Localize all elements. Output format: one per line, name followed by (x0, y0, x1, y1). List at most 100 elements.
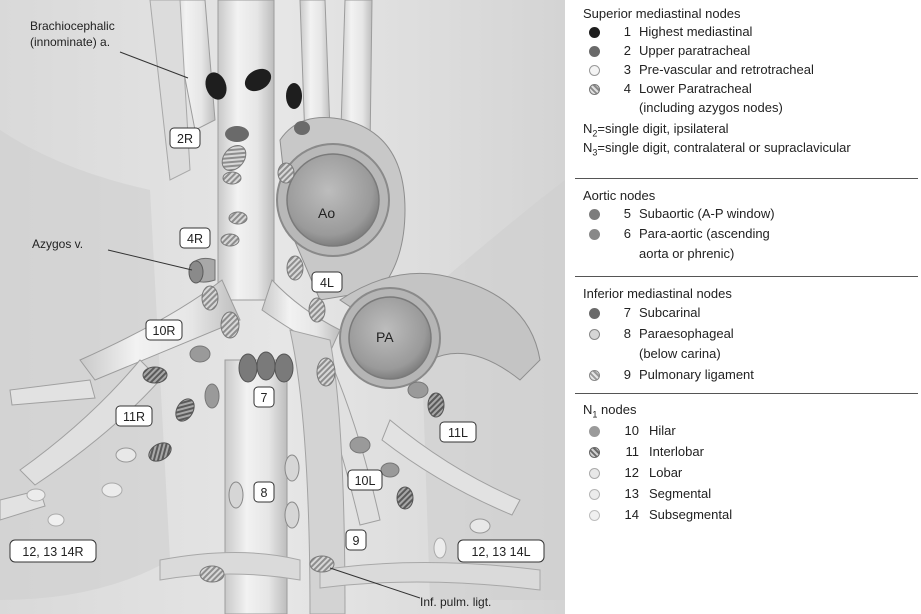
label-brachiocephalic-line1: Brachiocephalic (30, 19, 115, 33)
legend-item-5-num: 5 (623, 206, 631, 221)
legend-item-2-num: 2 (623, 43, 631, 58)
tag-11L-text: 11L (448, 426, 468, 440)
tag-9-text: 9 (353, 534, 360, 548)
node-1-left (286, 83, 302, 109)
node-14R-a (26, 488, 46, 502)
node-13L-a (433, 537, 447, 559)
tag-11R: 11R (115, 405, 153, 427)
node-4R-upper (221, 144, 247, 172)
leader-inf-pulm (329, 567, 421, 599)
legend-item-14-num: 14 (624, 507, 639, 522)
legend-n3-note: N3=single digit, contralateral or suprac… (583, 140, 851, 158)
tag-11L: 11L (439, 421, 477, 443)
node-11R-b (175, 398, 195, 422)
tag-10R: 10R (145, 319, 183, 341)
legend-item-8-num: 8 (623, 326, 631, 341)
tag-7: 7 (253, 386, 275, 408)
node-1-center (244, 68, 272, 92)
label-inf-pulm: Inf. pulm. ligt. (420, 595, 491, 609)
node-7-b (256, 351, 276, 381)
hatched-dot-icon (589, 370, 600, 381)
legend-panel: Superior mediastinal nodes 1 Highest med… (575, 0, 918, 614)
leader-brachiocephalic (119, 51, 189, 79)
pulmonary-artery-lumen (348, 296, 432, 380)
legend-item-13-num: 13 (624, 486, 639, 501)
legend-inferior-title: Inferior mediastinal nodes (583, 286, 732, 301)
n1-symbol: N (583, 402, 593, 417)
node-4R-d (201, 285, 219, 311)
node-11L-a (427, 392, 445, 418)
node-10L-b (349, 436, 371, 454)
legend-item-3-label: Pre-vascular and retrotracheal (639, 62, 814, 77)
legend-item-10-num: 10 (624, 423, 639, 438)
tag-4R: 4R (179, 227, 211, 249)
node-4L-b (286, 255, 304, 281)
legend-item-4-label: Lower Paratracheal (639, 81, 752, 96)
light-grey-dot-icon (589, 329, 600, 340)
tag-10L-text: 10L (355, 474, 376, 488)
legend-n2-note: N2=single digit, ipsilateral (583, 121, 729, 139)
pale-dot-icon (589, 468, 600, 479)
mid-grey-dot-icon (589, 209, 600, 220)
tag-4R-text: 4R (187, 232, 203, 246)
tag-4L-text: 4L (320, 276, 334, 290)
legend-item-8-label: Paraesophageal (639, 326, 734, 341)
node-4R-c (220, 233, 240, 247)
legend-item-12-label: Lobar (649, 465, 683, 480)
legend-item-2-label: Upper paratracheal (639, 43, 751, 58)
descending-aorta (289, 329, 346, 614)
n3-symbol: N (583, 140, 593, 155)
legend-item-6-num: 6 (623, 226, 631, 241)
node-4L-c (308, 297, 326, 323)
legend-item-3-num: 3 (623, 62, 631, 77)
tag-4L: 4L (311, 271, 343, 293)
node-11R-c (148, 442, 172, 462)
legend-item-4-num: 4 (623, 81, 631, 96)
n2-symbol: N (583, 121, 593, 136)
legend-item-10-label: Hilar (649, 423, 676, 438)
tag-12-13-14R-text: 12, 13 14R (22, 545, 83, 559)
black-dot-icon (589, 27, 600, 38)
dark-grey-dot-icon (589, 46, 600, 57)
n1-subscript: 1 (592, 409, 598, 420)
legend-item-5-label: Subaortic (A-P window) (639, 206, 775, 221)
n3-text: =single digit, contralateral or supracla… (597, 140, 851, 155)
node-4R-a (222, 171, 242, 185)
node-8-c (284, 501, 300, 529)
tag-7-text: 7 (261, 391, 268, 405)
legend-item-1-num: 1 (623, 24, 631, 39)
left-main-bronchus (261, 279, 341, 353)
node-station-paraaortic (316, 357, 336, 387)
node-7-a (238, 353, 258, 383)
legend-item-14-label: Subsegmental (649, 507, 733, 522)
label-pa: PA (376, 329, 394, 345)
node-10R (189, 345, 211, 363)
legend-n1-title: N1 nodes (583, 402, 636, 420)
grey-dot-icon (589, 426, 600, 437)
pale-dot-icon (589, 489, 600, 500)
hatched-dot-icon (589, 84, 600, 95)
legend-superior-title: Superior mediastinal nodes (583, 6, 741, 21)
tag-10L: 10L (347, 469, 383, 491)
legend-item-13-label: Segmental (649, 486, 712, 501)
pale-dot-icon (589, 510, 600, 521)
label-brachiocephalic-line2: (innominate) a. (30, 35, 110, 49)
node-9-left (309, 555, 335, 573)
node-9-right (199, 565, 225, 583)
leader-azygos (107, 249, 193, 271)
tag-2R: 2R (169, 127, 201, 149)
node-14R-b (47, 513, 65, 527)
label-ao: Ao (318, 205, 335, 221)
mid-grey-dot-icon (589, 229, 600, 240)
legend-divider-3 (575, 393, 918, 394)
tag-10R-text: 10R (153, 324, 176, 338)
tag-11R-text: 11R (123, 410, 145, 424)
azygos-vein-cross-section (188, 260, 204, 284)
n2-subscript: 2 (592, 128, 598, 139)
dark-hatched-dot-icon (589, 447, 600, 458)
tag-12-13-14L-text: 12, 13 14L (471, 545, 530, 559)
legend-divider-1 (575, 178, 918, 179)
node-11R-a (142, 366, 168, 384)
node-4L-a (277, 162, 295, 184)
